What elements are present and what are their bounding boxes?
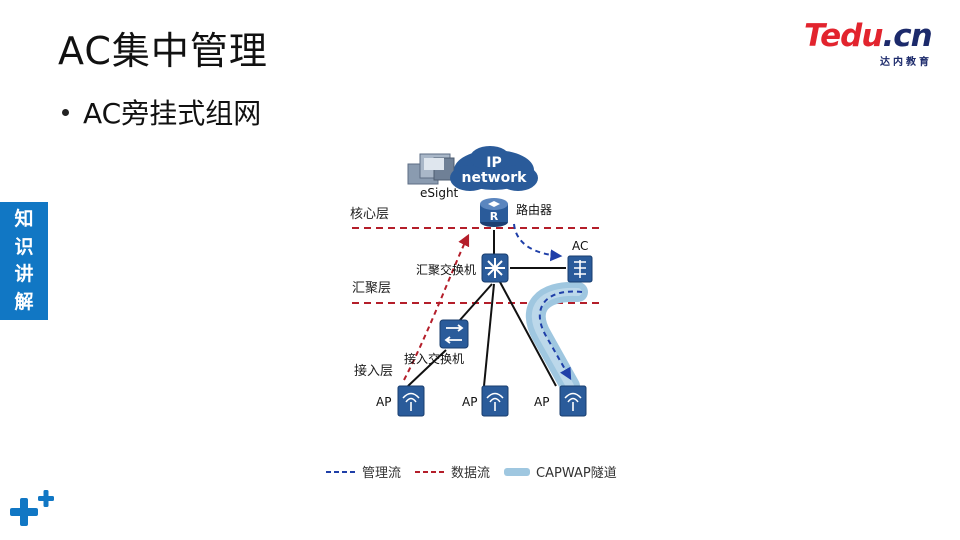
ac-device-icon (567, 255, 593, 283)
legend-data-label: 数据流 (451, 466, 491, 481)
cloud-label-network: network (462, 170, 528, 186)
bullet-text: AC旁挂式组网 (83, 97, 262, 130)
ac-label: AC (572, 239, 588, 253)
router-icon: R (480, 198, 508, 227)
access-switch-icon (439, 319, 469, 349)
management-flow-tunnel (538, 290, 583, 381)
legend-tunnel-swatch-icon (504, 467, 531, 476)
router-label: 路由器 (516, 202, 552, 217)
legend-capwap-tunnel: CAPWAP隧道 (504, 462, 617, 481)
logo-tagline: 达内教育 (880, 57, 932, 68)
slide-title: AC集中管理 (58, 29, 268, 73)
agg-switch-label: 汇聚交换机 (416, 262, 476, 277)
plus-decoration-icon (10, 490, 54, 526)
access-ap1-link (407, 349, 447, 387)
diagram-legend: 管理流 数据流 CAPWAP隧道 (326, 462, 631, 481)
logo-brand: Tedu.cn (804, 20, 934, 52)
logo-brand-suffix: .cn (882, 18, 932, 54)
ap-2-icon (481, 385, 509, 417)
cloud-label-ip: IP (486, 155, 501, 171)
legend-management-flow: 管理流 (326, 462, 401, 481)
esight-label: eSight (420, 186, 459, 200)
legend-management-label: 管理流 (362, 466, 402, 481)
aggregation-switch-icon (481, 253, 509, 283)
access-layer-label: 接入层 (354, 363, 393, 379)
bullet-dot (62, 108, 69, 116)
ap-1-icon (397, 385, 425, 417)
access-switch-label: 接入交换机 (404, 351, 464, 366)
side-tab-char: 知 (14, 208, 34, 231)
side-tab-char: 解 (14, 290, 34, 313)
legend-red-dash-icon (415, 470, 446, 473)
logo-brand-main: Tedu (804, 18, 883, 54)
svg-text:R: R (490, 210, 499, 223)
bullet-item: AC旁挂式组网 (62, 92, 261, 132)
management-flow-top (513, 223, 563, 262)
side-tab-char: 讲 (14, 263, 34, 286)
ap-1-label: AP (376, 395, 391, 409)
agg-ap3-link (499, 281, 557, 387)
agg-ap2-link (483, 283, 495, 387)
knowledge-tab: 知 识 讲 解 (0, 202, 48, 320)
side-tab-char: 识 (14, 235, 34, 258)
data-flow-path (403, 233, 470, 381)
core-layer-label: 核心层 (350, 207, 389, 222)
network-diagram: 核心层 汇聚层 接入层 eSight IP network R 路由器 (350, 146, 602, 417)
ap-3-icon (559, 385, 587, 417)
tedu-logo: Tedu.cn 达内教育 (804, 20, 934, 68)
legend-capwap-label: CAPWAP隧道 (536, 466, 617, 481)
legend-data-flow: 数据流 (415, 462, 490, 481)
esight-server-icon (407, 153, 455, 185)
aggregation-layer-label: 汇聚层 (352, 281, 391, 296)
legend-blue-dash-icon (326, 470, 356, 473)
ip-network-cloud-icon (450, 146, 538, 191)
ap-2-label: AP (462, 395, 477, 409)
agg-access-link (459, 283, 493, 321)
ap-3-label: AP (534, 395, 549, 409)
